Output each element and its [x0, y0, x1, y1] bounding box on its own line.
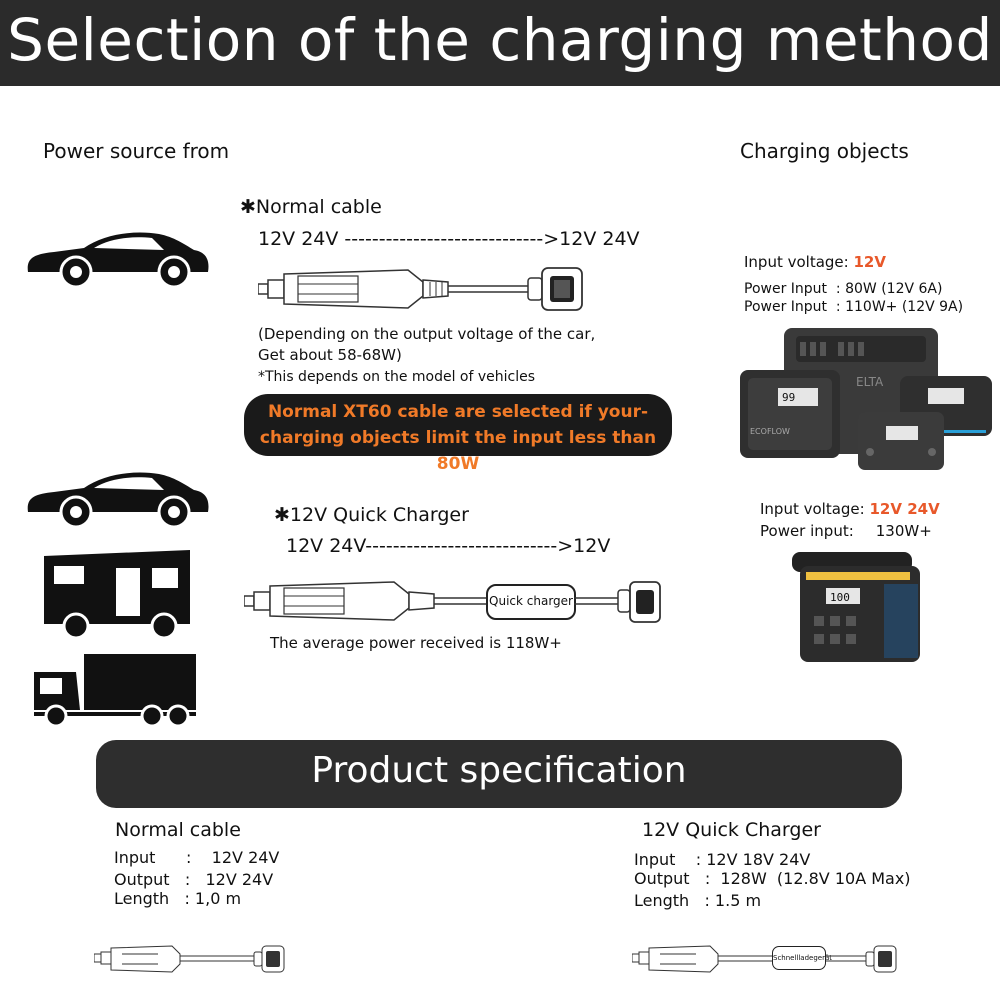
normal-cable-voltage: 12V 24V ----------------------------->12… — [258, 228, 640, 250]
product-specification-banner: Product specification — [96, 740, 902, 808]
xt60-connector-illustration — [574, 581, 661, 623]
source-column-title: Power source from — [43, 139, 230, 163]
spec-quick-input: Input : 12V 18V 24V — [634, 850, 811, 869]
quick-charger-plug-illustration — [244, 581, 490, 621]
normal-cable-note-3: *This depends on the model of vehicles — [258, 369, 536, 385]
normal-cable-note-2: Get about 58-68W) — [258, 346, 402, 364]
object2-power: Power input:130W+ — [760, 522, 932, 540]
spec-quick-title: 12V Quick Charger — [642, 819, 821, 841]
object2-voltage: Input voltage: 12V 24V — [760, 500, 940, 518]
svg-text:ECOFLOW: ECOFLOW — [750, 427, 790, 436]
spec-normal-output: Output : 12V 24V — [114, 870, 274, 889]
car-icon — [27, 232, 209, 289]
quick-charger-note: The average power received is 118W+ — [270, 634, 562, 652]
spec-quick-plug-image — [632, 945, 772, 973]
xt60-notice-banner: Normal XT60 cable are selected if your- … — [244, 394, 672, 474]
normal-cable-label: ✱Normal cable — [240, 196, 382, 218]
svg-text:100: 100 — [830, 591, 850, 604]
spec-quick-charger-box: Schnellladegerät — [772, 946, 832, 970]
quick-charger-box: Quick charger — [486, 584, 576, 620]
object1-power-1: Power Input : 80W (12V 6A) — [744, 281, 943, 297]
anker-power-station-image: 100 — [792, 552, 920, 662]
car-icon — [27, 472, 209, 529]
asterisk-icon: ✱ — [240, 196, 256, 218]
spec-quick-length: Length : 1.5 m — [634, 891, 762, 910]
normal-cable-illustration — [258, 267, 583, 311]
asterisk-icon: ✱ — [274, 504, 290, 526]
spec-quick-connector-image — [826, 945, 897, 973]
spec-normal-length: Length : 1,0 m — [114, 889, 242, 908]
objects-column-title: Charging objects — [740, 139, 909, 163]
page-title: Selection of the charging method — [7, 6, 993, 74]
camper-van-icon — [44, 550, 190, 638]
xt60-notice-line-1: Normal XT60 cable are selected if your- — [267, 402, 649, 422]
quick-charger-label: ✱12V Quick Charger — [274, 504, 469, 526]
header-bar: Selection of the charging method — [0, 0, 1000, 86]
power-station-group-image: ELTA 99 ECOFLOW — [740, 328, 992, 470]
quick-charger-voltage: 12V 24V---------------------------->12V — [286, 535, 611, 557]
object1-voltage: Input voltage: 12V — [744, 253, 886, 271]
svg-text:ELTA: ELTA — [856, 375, 884, 389]
truck-icon — [34, 654, 196, 728]
normal-cable-note-1: (Depending on the output voltage of the … — [258, 325, 596, 343]
object1-power-2: Power Input : 110W+ (12V 9A) — [744, 299, 964, 315]
spec-title: Product specification — [311, 750, 687, 791]
svg-text:99: 99 — [782, 391, 795, 404]
spec-normal-input: Input : 12V 24V — [114, 848, 280, 867]
spec-quick-output: Output : 128W (12.8V 10A Max) — [634, 869, 911, 888]
xt60-notice-line-2: charging objects limit the input less th… — [259, 428, 657, 474]
spec-normal-cable-image — [94, 945, 285, 973]
spec-normal-title: Normal cable — [115, 819, 241, 841]
